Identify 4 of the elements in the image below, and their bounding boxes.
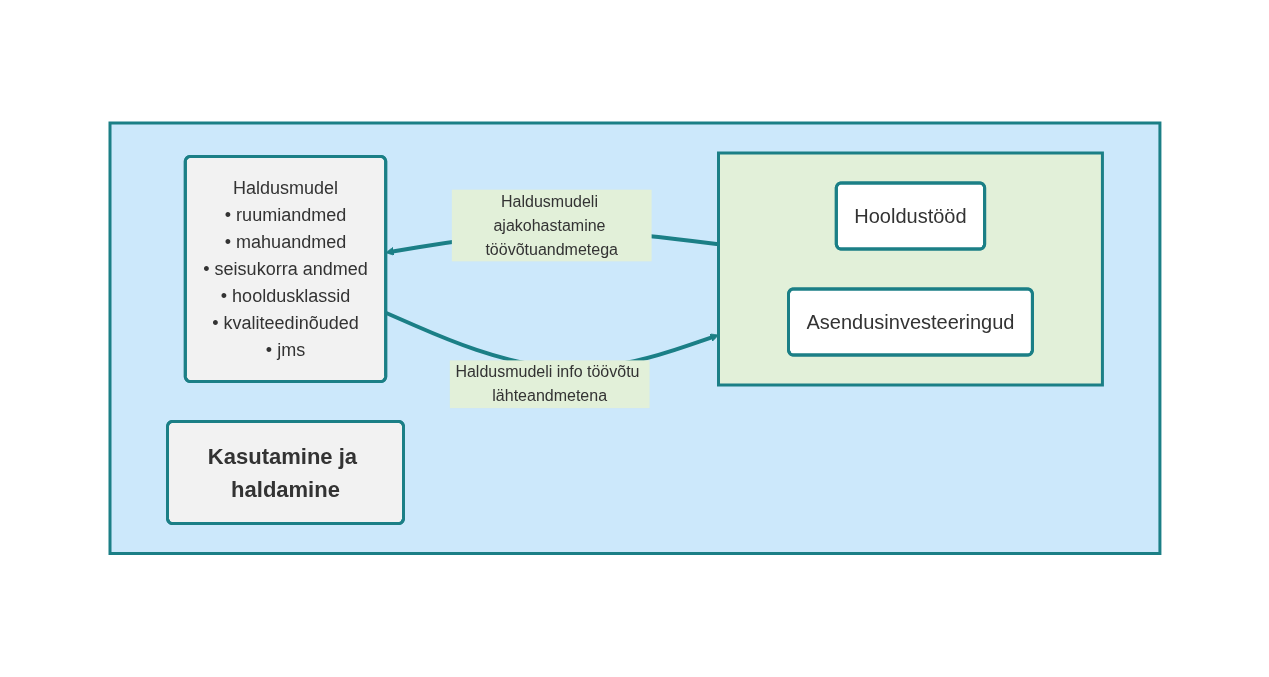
cluster bbox=[716, 151, 1104, 387]
edge-label: Haldusmudeli ajakohastamine töövõtuandmetega bbox=[484, 192, 618, 258]
cluster bbox=[108, 121, 1161, 556]
edge-label: Haldusmudeli info töövõtu lähteandmetena bbox=[454, 363, 640, 405]
